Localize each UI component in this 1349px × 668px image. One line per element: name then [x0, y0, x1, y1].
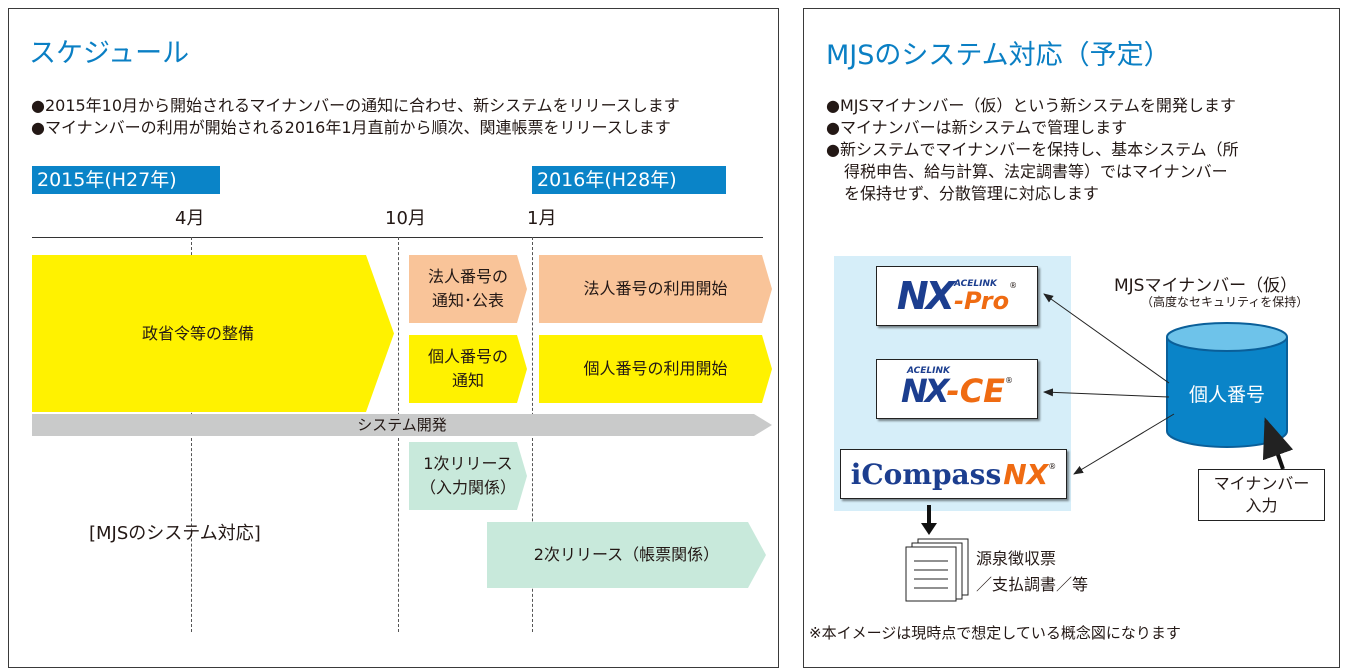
- nx-ce-ce-text: -CE: [946, 372, 1006, 410]
- gov-ordinance-arrow: 政省令等の整備: [32, 255, 394, 412]
- year-2015-label: 2015年(H27年): [32, 166, 220, 194]
- docs-line2: ／支払調書／等: [976, 575, 1089, 594]
- input-box-line2: 入力: [1245, 496, 1278, 515]
- icompass-nx-text: NX: [1003, 457, 1049, 491]
- mynumber-input-box: マイナンバー 入力: [1198, 469, 1325, 521]
- nx-pro-pro-text: -Pro: [953, 287, 1010, 315]
- connector-arrows: [921, 293, 1294, 535]
- timeline-axis: [32, 237, 763, 238]
- input-box-line1: マイナンバー: [1213, 474, 1310, 493]
- year-2016-label: 2016年(H28年): [532, 166, 726, 194]
- personal-notice-arrow: 個人番号の 通知: [409, 335, 527, 403]
- nx-ce-nx-text: NX: [900, 372, 949, 410]
- personal-use-label: 個人番号の利用開始: [583, 359, 728, 378]
- mjs-bullet-3: ●新システムでマイナンバーを保持し、基本システム（所: [826, 140, 1239, 159]
- system-dev-arrow: システム開発: [32, 414, 772, 436]
- personal-use-arrow: 個人番号の利用開始: [539, 335, 772, 403]
- gov-ordinance-label: 政省令等の整備: [141, 323, 254, 343]
- nx-ce-acelink-text: ACELINK: [906, 366, 950, 376]
- system-dev-label: システム開発: [357, 416, 447, 434]
- icompass-reg: ®: [1048, 462, 1057, 471]
- corp-notice-line1: 法人番号の: [427, 267, 508, 286]
- docs-line1: 源泉徴収票: [976, 549, 1057, 568]
- mynumber-system-title: MJSマイナンバー（仮）: [1114, 276, 1298, 296]
- mjs-bullet-2: ●マイナンバーは新システムで管理します: [826, 118, 1128, 137]
- nx-ce-logo: ACELINK NX-CE ®: [876, 359, 1038, 419]
- mjs-bullet-3-cont-2: を保持せず、分散管理に対応します: [844, 184, 1099, 203]
- documents-icon: [905, 538, 969, 602]
- mjs-bullet-3-cont-1: 得税申告、給与計算、法定調書等）ではマイナンバー: [844, 162, 1228, 181]
- database-cylinder-icon: [1166, 322, 1288, 448]
- corp-notice-line2: 通知･公表: [431, 291, 504, 310]
- release2-label: 2次リリース（帳票関係）: [533, 545, 720, 564]
- month-oct: 10月: [385, 208, 426, 229]
- release2-arrow: 2次リリース（帳票関係）: [487, 522, 766, 588]
- mynumber-system-sub: （高度なセキュリティを保持）: [1141, 295, 1309, 309]
- nx-pro-acelink-text: ACELINK: [953, 279, 998, 289]
- month-apr: 4月: [175, 208, 205, 229]
- personal-notice-line2: 通知: [451, 371, 484, 390]
- corp-notice-arrow: 法人番号の 通知･公表: [409, 255, 527, 323]
- mjs-bullet-1: ●MJSマイナンバー（仮）という新システムを開発します: [826, 96, 1236, 115]
- personal-notice-line1: 個人番号の: [427, 347, 508, 366]
- month-jan: 1月: [527, 208, 557, 229]
- schedule-title: スケジュール: [29, 38, 190, 69]
- schedule-bullet-2: ●マイナンバーの利用が開始される2016年1月直前から順次、関連帳票をリリースし…: [31, 118, 671, 137]
- release1-line2: （入力関係）: [419, 478, 516, 497]
- schedule-bullet-1: ●2015年10月から開始されるマイナンバーの通知に合わせ、新システムをリリース…: [31, 96, 680, 115]
- icompass-compass-text: Compass: [861, 457, 1002, 491]
- footnote: ※本イメージは現時点で想定している概念図になります: [809, 624, 1181, 642]
- corp-use-label: 法人番号の利用開始: [583, 279, 728, 298]
- mjs-system-label: [MJSのシステム対応]: [89, 523, 261, 544]
- schedule-panel: スケジュール ●2015年10月から開始されるマイナンバーの通知に合わせ、新シス…: [8, 8, 779, 668]
- nx-pro-logo: NX ACELINK -Pro ®: [876, 266, 1038, 326]
- nx-pro-reg: ®: [1009, 281, 1018, 290]
- nx-ce-reg: ®: [1005, 376, 1014, 385]
- icompass-i-text: i: [850, 457, 862, 491]
- release1-line1: 1次リリース: [423, 454, 513, 473]
- mjs-panel: MJSのシステム対応（予定） ●MJSマイナンバー（仮）という新システムを開発し…: [803, 8, 1340, 668]
- icompass-nx-logo: iCompass NX ®: [840, 449, 1067, 499]
- mjs-title: MJSのシステム対応（予定）: [826, 40, 1171, 71]
- database-label: 個人番号: [1188, 384, 1265, 406]
- nx-pro-nx-text: NX: [896, 274, 955, 318]
- release1-arrow: 1次リリース （入力関係）: [409, 442, 527, 510]
- corp-use-arrow: 法人番号の利用開始: [539, 255, 772, 323]
